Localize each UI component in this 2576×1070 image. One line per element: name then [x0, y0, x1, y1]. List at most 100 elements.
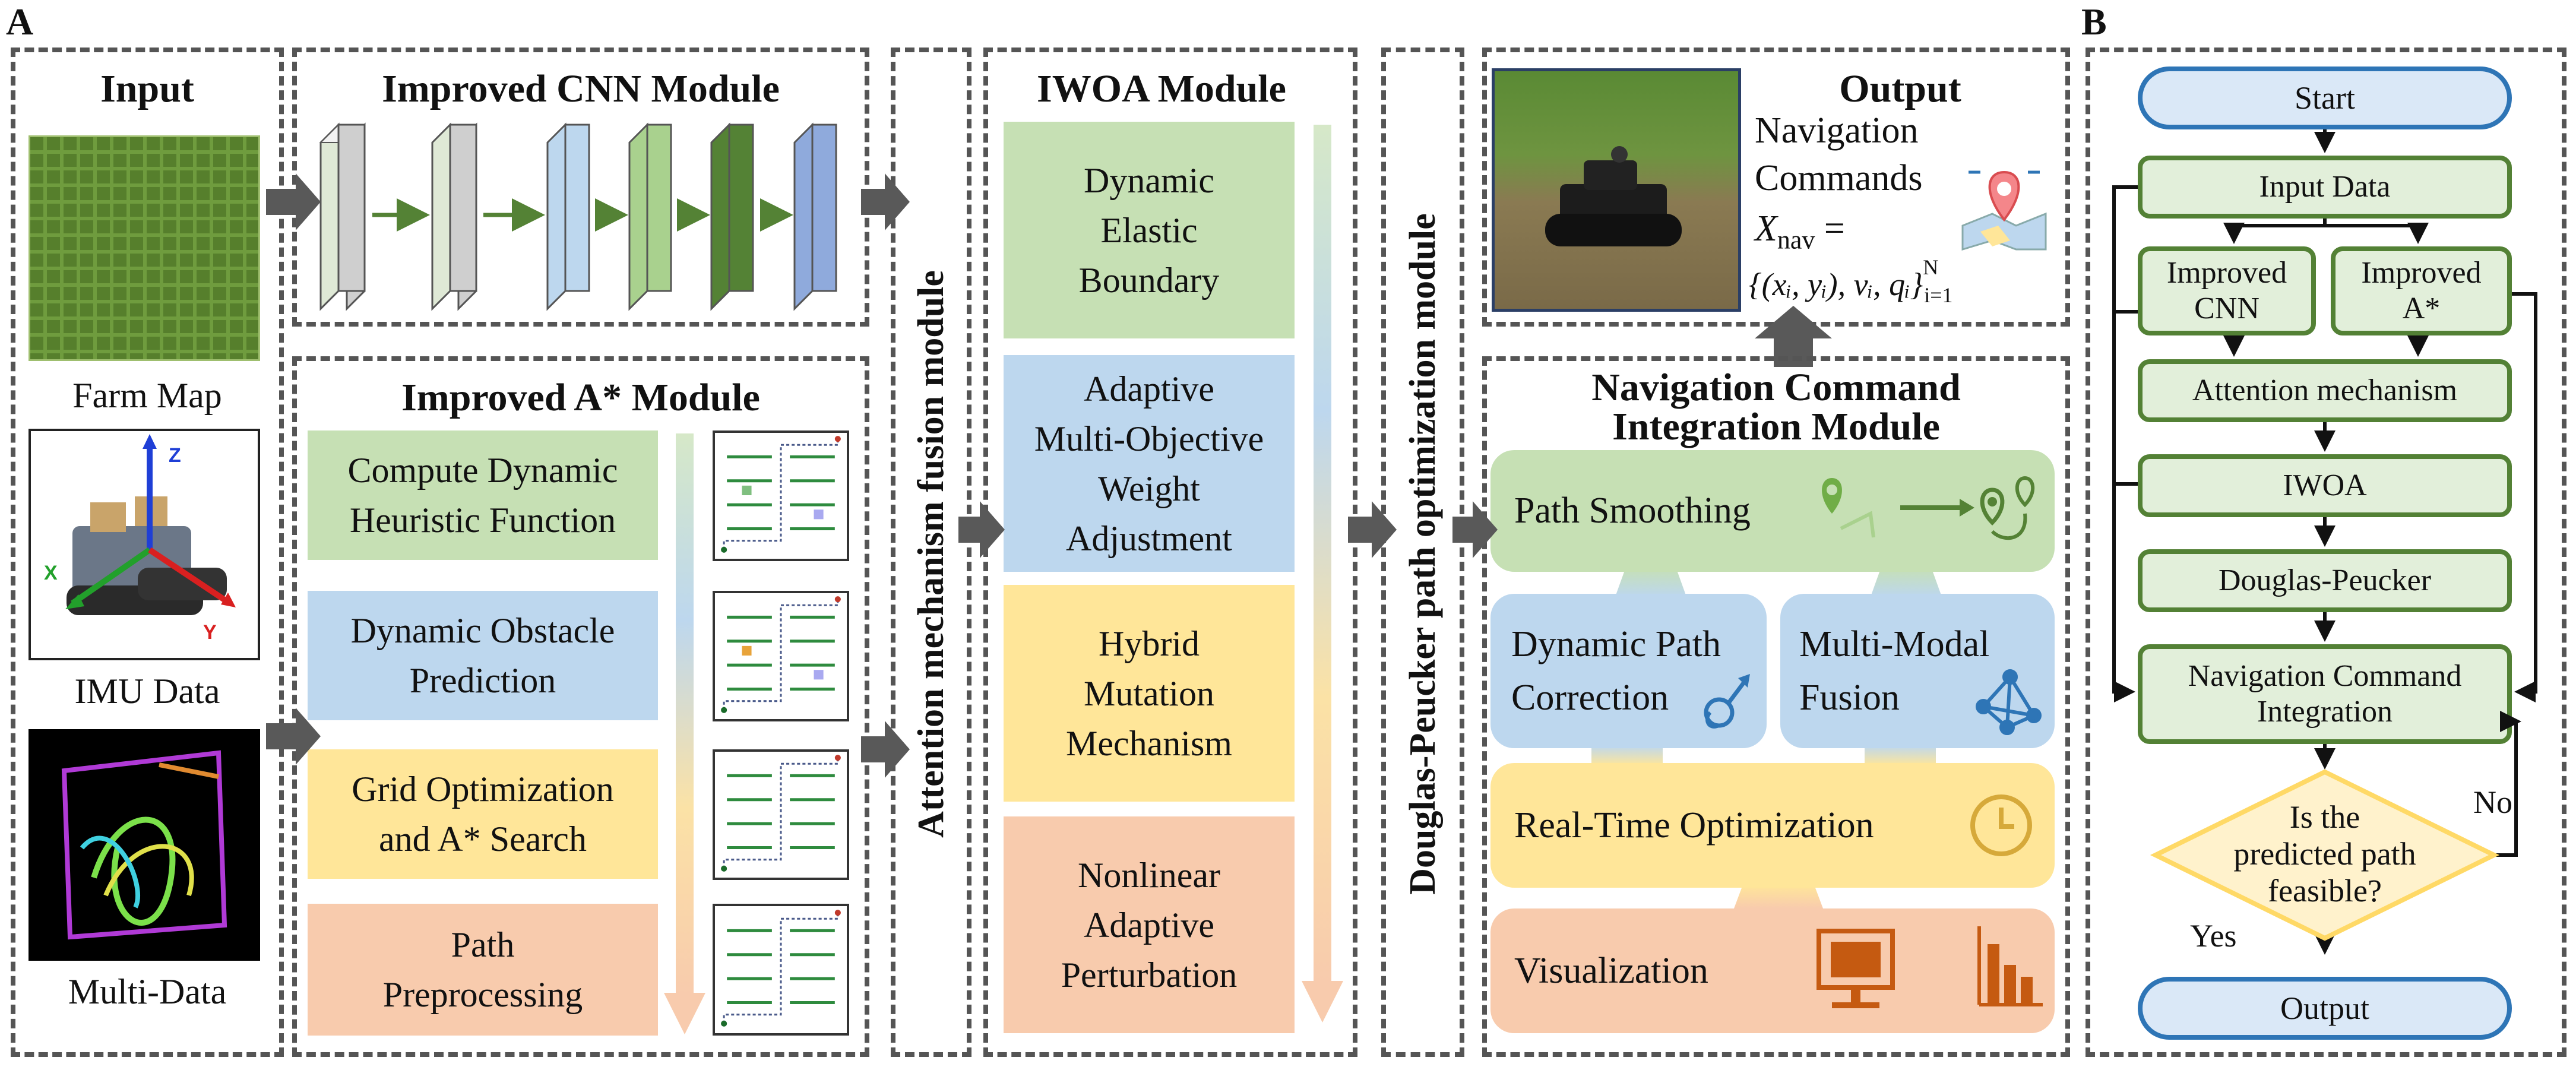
axis-x-label: X [44, 562, 58, 584]
nav-connector-3 [1591, 745, 1663, 766]
flow-connectors [2112, 129, 2537, 955]
cnn-layers-graphic [319, 122, 837, 311]
flow-astar-line2: A* [2402, 292, 2441, 325]
cnn-layer-3 [546, 122, 567, 311]
output-formula: Xnav = [1755, 208, 1845, 255]
iwoa-flow-arrowhead [1302, 981, 1343, 1022]
monitor-icon [1817, 929, 1895, 1008]
text-line: Adaptive [1084, 905, 1214, 945]
formula-sup: N [1923, 255, 1939, 279]
astar-flow-arrowhead [664, 993, 705, 1034]
path-correction-icon [1704, 674, 1750, 729]
text-line: Adjustment [1065, 518, 1232, 558]
text-line: Dynamic [1084, 160, 1214, 200]
text-line: and A* Search [379, 819, 587, 859]
dp-title: Douglas-Peucker path optimization module [1403, 213, 1443, 895]
visualization-label: Visualization [1514, 950, 1708, 991]
network-icon [1976, 669, 2042, 735]
astar-panel [292, 356, 869, 1057]
formula-eq: = [1824, 208, 1845, 249]
visualization-box: Visualization [1490, 908, 2055, 1033]
dpc-line-1: Dynamic Path [1511, 624, 1721, 664]
text-line: Multi-Objective [1034, 419, 1264, 458]
flow-output: Output [2138, 977, 2512, 1040]
formula-lim: i=1 [1924, 283, 1953, 307]
formula-sub: nav [1777, 225, 1815, 255]
text-line: Dynamic Obstacle [350, 611, 615, 650]
panel-letter-b: B [2081, 1, 2107, 43]
iwoa-flow-arrow [1314, 125, 1331, 983]
flow-output-text: Output [2280, 990, 2369, 1026]
flow-douglas-peucker: Douglas-Peucker [2138, 549, 2512, 612]
astar-step-grid-text: Grid Optimization and A* Search [352, 764, 614, 864]
farm-map-image [29, 135, 260, 361]
flow-cnn-line2: CNN [2194, 292, 2259, 325]
iwoa-title: IWOA Module [1037, 67, 1286, 110]
input-panel [11, 48, 284, 1057]
dpc-text: Dynamic Path Correction [1511, 618, 1721, 724]
astar-step-grid: Grid Optimization and A* Search [308, 749, 658, 879]
real-time-optimization-box: Real-Time Optimization [1490, 763, 2055, 888]
imu-robot-image: Z X Y [29, 429, 260, 660]
astar-title: Improved A* Module [401, 376, 760, 419]
flow-start: Start [2138, 67, 2512, 129]
panel-letter-a: A [6, 1, 34, 43]
grid-map-3 [713, 749, 849, 880]
text-line: Boundary [1078, 260, 1220, 300]
output-formula-rhs: {(xᵢ, yᵢ), vᵢ, qᵢ}Ni=1 [1749, 255, 1967, 308]
flow-yes-label: Yes [2190, 918, 2237, 954]
flowchart-panel [2086, 48, 2566, 1057]
text-line: Prediction [409, 661, 556, 700]
cnn-layer-5 [710, 122, 730, 311]
map-pin-icon [1961, 170, 2047, 251]
grid-map-2 [713, 591, 849, 721]
flow-dec-line2: predicted path [2233, 836, 2416, 872]
mmf-line-2: Fusion [1799, 678, 1900, 718]
farm-map-label: Farm Map [72, 376, 222, 415]
nav-connector-2 [1871, 567, 1942, 597]
flow-decision-text: Is the predicted path feasible? [2209, 799, 2441, 909]
flow-input-data-text: Input Data [2259, 170, 2391, 204]
path-smoothing-label: Path Smoothing [1514, 490, 1751, 531]
flow-nci-line2: Integration [2257, 695, 2393, 729]
flow-dp-text: Douglas-Peucker [2218, 564, 2432, 597]
nav-connector-5 [1734, 885, 1823, 908]
text-line: Adaptive [1084, 369, 1214, 409]
axis-z-label: Z [169, 444, 181, 467]
text-line: Path [451, 925, 515, 964]
nav-to-output-arrow [1755, 306, 1832, 338]
text-line: Perturbation [1061, 955, 1238, 995]
flow-iwoa: IWOA [2138, 454, 2512, 517]
formula-lhs: X [1755, 208, 1777, 249]
formula-rhs: {(xᵢ, yᵢ), vᵢ, qᵢ} [1749, 267, 1923, 302]
multi-data-label: Multi-Data [68, 972, 227, 1011]
flow-dec-line1: Is the [2289, 799, 2360, 835]
output-title: Output [1839, 67, 1961, 110]
flow-decision-diamond [2150, 769, 2500, 941]
nav-panel [1482, 356, 2070, 1057]
astar-flow-arrow [676, 433, 694, 995]
input-title: Input [100, 67, 194, 110]
imu-data-label: IMU Data [74, 672, 220, 711]
attention-title: Attention mechanism fusion module [911, 270, 951, 838]
text-line: Grid Optimization [352, 770, 614, 809]
flow-cnn-line1: Improved [2166, 256, 2287, 290]
nav-title-1: Navigation Command [1591, 366, 1961, 409]
dynamic-path-correction-bg [1490, 594, 1767, 748]
real-time-optimization-label: Real-Time Optimization [1514, 805, 1874, 846]
flow-astar-line1: Improved [2361, 256, 2482, 290]
grid-map-1 [713, 430, 849, 561]
text-line: Hybrid [1099, 623, 1200, 663]
